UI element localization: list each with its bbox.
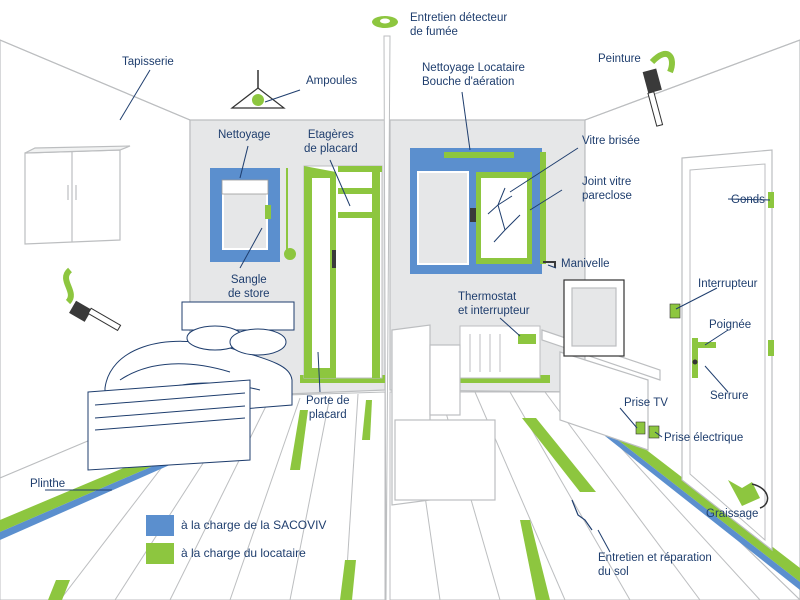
legend-item-locataire: à la charge du locataire <box>146 542 306 564</box>
label-line: Joint vitre <box>582 176 632 188</box>
leader-lines <box>45 69 771 553</box>
label-line: Entretien détecteur <box>410 12 508 24</box>
tv-outlet-icon <box>635 421 646 435</box>
label-interrupteur: Interrupteur <box>698 278 758 290</box>
label-manivelle: Manivelle <box>561 258 610 270</box>
smoke-detector <box>372 16 398 28</box>
label-serrure: Serrure <box>710 390 749 402</box>
label-line: Porte de <box>306 395 350 407</box>
label-line: du sol <box>598 566 629 578</box>
label-smoke-detector: Entretien détecteur de fumée <box>410 11 507 39</box>
paint-brush-left <box>63 267 122 332</box>
label-prise-tv: Prise TV <box>624 397 668 409</box>
legend-swatch-green <box>146 542 174 564</box>
label-line: Etagères <box>307 129 354 141</box>
label-ampoules: Ampoules <box>306 75 358 87</box>
paint-brush-right <box>642 51 675 127</box>
ceiling-lamp <box>230 70 286 109</box>
label-line: pareclose <box>582 190 632 202</box>
label-line: Entretien et réparation <box>598 552 712 564</box>
right-window <box>410 148 556 274</box>
label-etageres: Etagères de placard <box>304 128 358 156</box>
left-window <box>210 168 280 262</box>
blind-strap <box>284 168 296 260</box>
label-line: de fumée <box>410 26 458 38</box>
label-prise-electrique: Prise électrique <box>664 432 744 444</box>
radiator <box>459 325 541 379</box>
label-line: Nettoyage Locataire <box>422 62 525 74</box>
tv-unit <box>541 279 661 451</box>
thermostat-icon <box>518 334 536 344</box>
label-line: placard <box>308 409 347 421</box>
label-entretien-sol: Entretien et réparation du sol <box>598 551 712 579</box>
light-switch <box>669 303 681 319</box>
label-line: Thermostat <box>458 291 517 303</box>
label-gonds: Gonds <box>731 194 765 206</box>
label-nettoyage-locataire: Nettoyage Locataire Bouche d'aération <box>422 61 525 89</box>
label-plinthe: Plinthe <box>30 478 66 490</box>
label-nettoyage: Nettoyage <box>218 129 271 141</box>
legend-item-sacoviv: à la charge de la SACOVIV <box>146 514 326 536</box>
label-porte-placard: Porte de placard <box>306 394 349 422</box>
floor-crack <box>571 499 593 531</box>
door <box>681 149 774 552</box>
label-thermostat: Thermostat et interrupteur <box>458 290 530 318</box>
bed <box>87 301 295 471</box>
label-graissage: Graissage <box>706 508 759 520</box>
label-line: de placard <box>304 143 358 155</box>
label-tapisserie: Tapisserie <box>122 56 174 68</box>
bulb-icon <box>252 94 264 106</box>
label-joint-vitre: Joint vitre pareclose <box>582 175 632 203</box>
label-line: et interrupteur <box>458 305 530 317</box>
label-poignee: Poignée <box>709 319 752 331</box>
sofa <box>391 324 496 506</box>
wardrobe <box>303 165 383 379</box>
legend-swatch-blue <box>146 514 174 536</box>
label-vitre-brisee: Vitre brisée <box>582 135 640 147</box>
outlets <box>635 421 660 439</box>
legend-label: à la charge du locataire <box>181 546 306 560</box>
label-line: Sangle <box>230 274 267 286</box>
wall-cabinet <box>24 145 131 245</box>
legend-label: à la charge de la SACOVIV <box>181 518 327 532</box>
label-line: Bouche d'aération <box>422 76 515 88</box>
label-sangle-store: Sangle de store <box>228 273 270 301</box>
oil-can-icon <box>728 480 769 509</box>
label-line: de store <box>228 288 270 300</box>
floor-green-strips <box>48 400 596 600</box>
electric-outlet-icon <box>648 425 660 439</box>
label-peinture: Peinture <box>598 53 641 65</box>
